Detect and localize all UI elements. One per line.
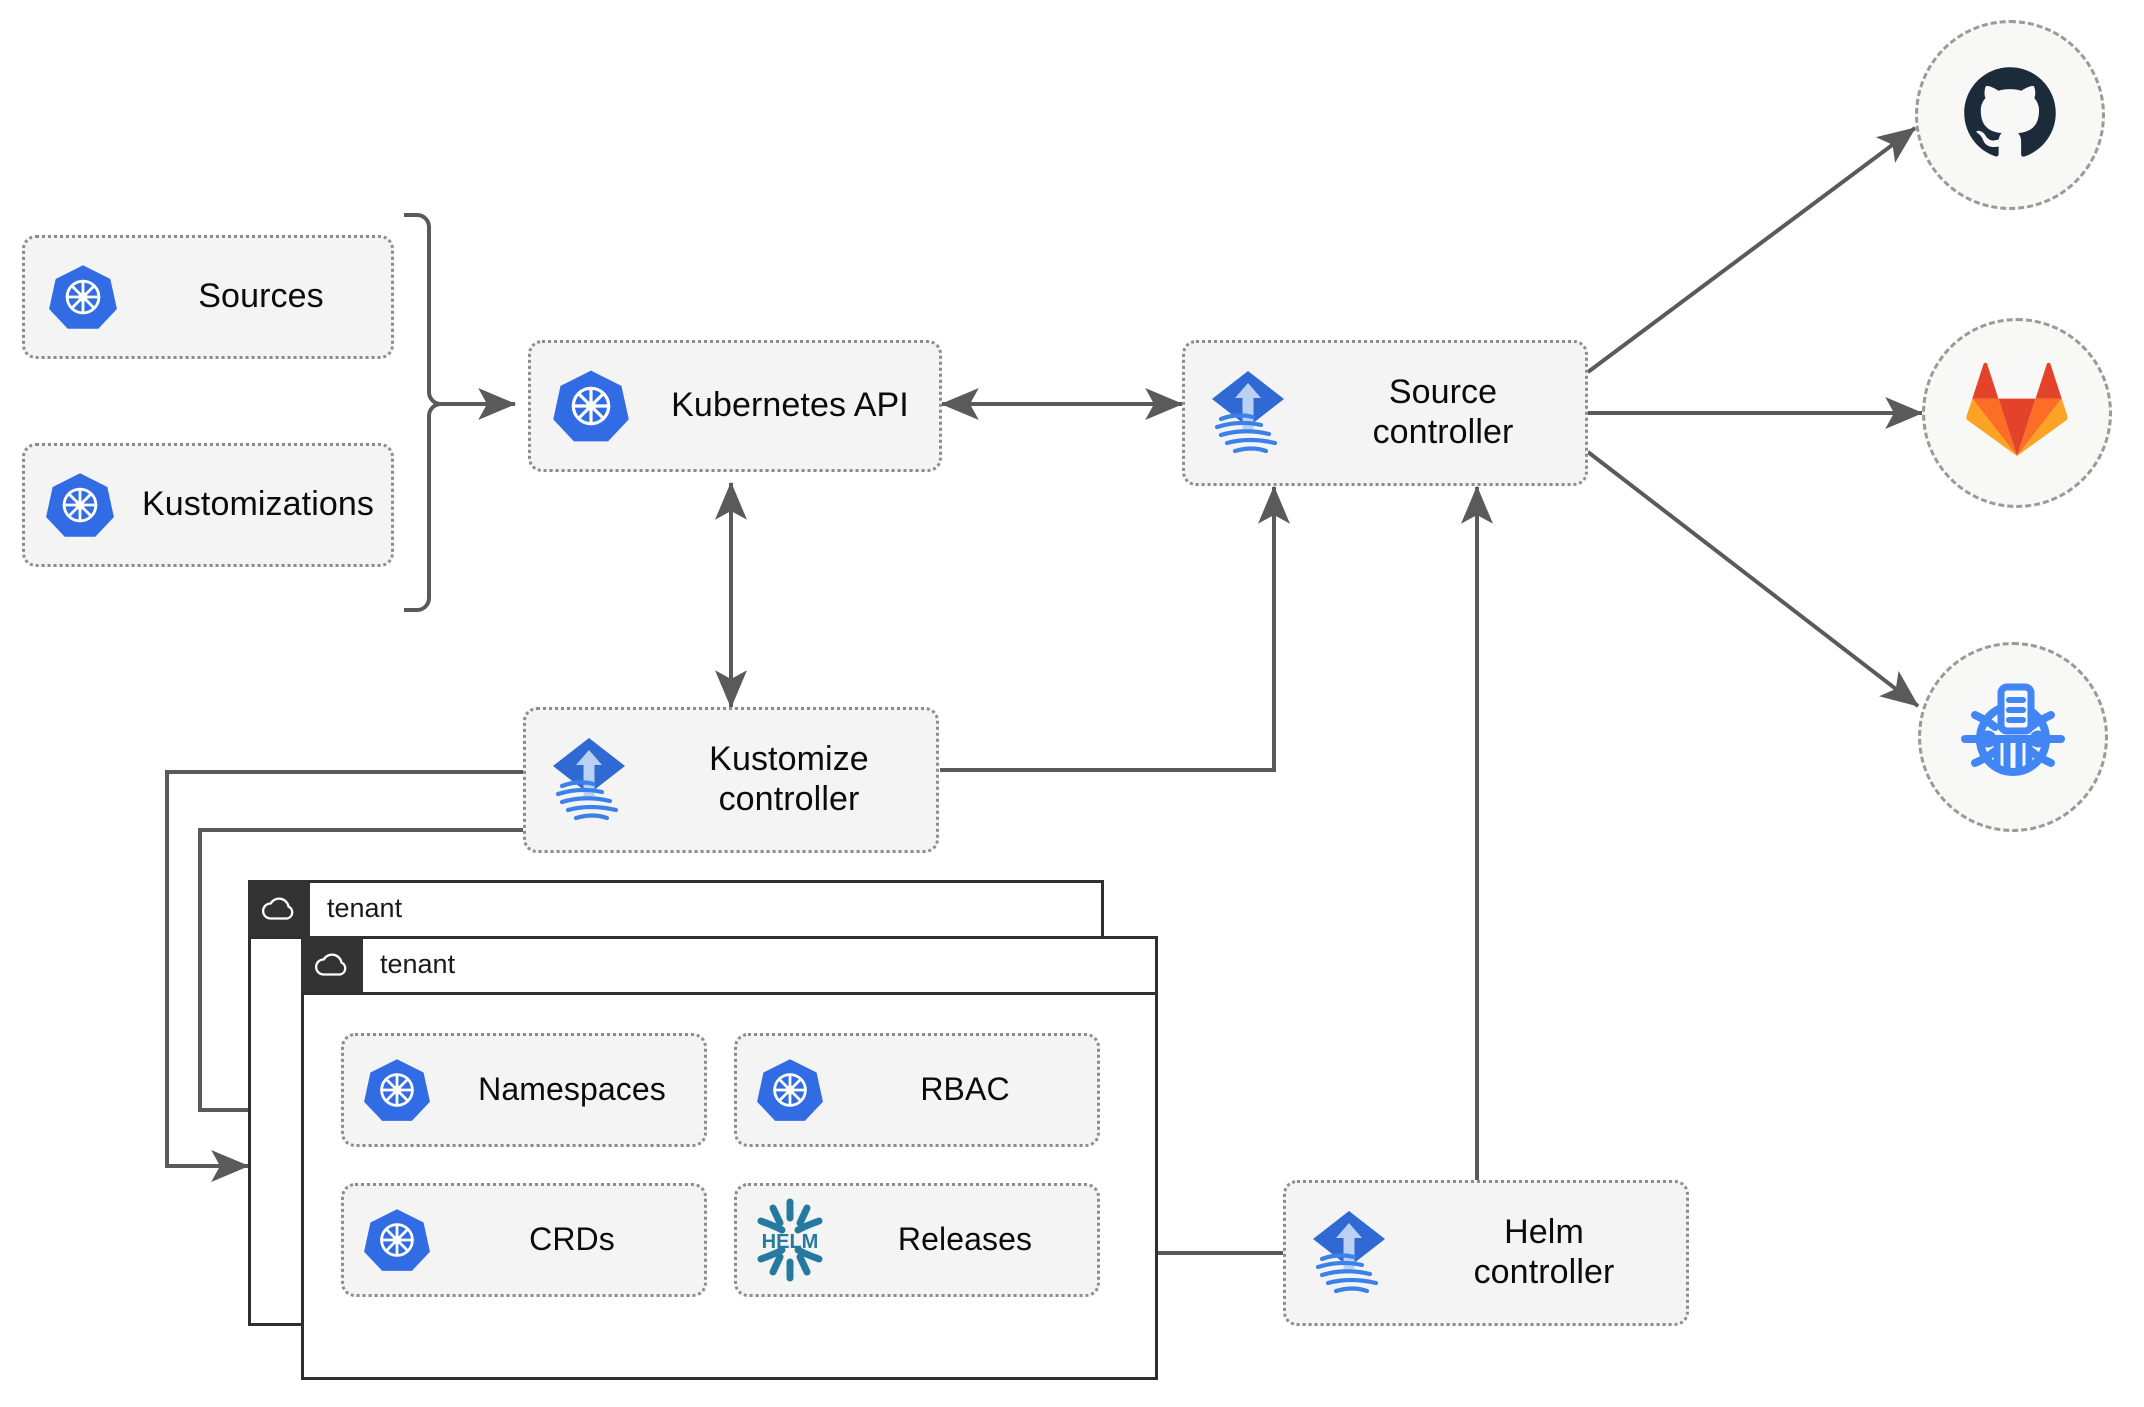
kubernetes-icon xyxy=(531,367,651,445)
helm-repository-icon xyxy=(1957,679,2069,796)
endpoint-github[interactable] xyxy=(1915,20,2105,210)
endpoint-gitlab[interactable] xyxy=(1922,318,2112,508)
node-helm-controller[interactable]: Helm controller xyxy=(1283,1180,1689,1326)
kubernetes-icon xyxy=(25,262,141,332)
node-label: Source controller xyxy=(1372,373,1514,451)
node-sources[interactable]: Sources xyxy=(22,235,394,359)
node-crds[interactable]: CRDs xyxy=(341,1183,707,1297)
node-kubernetes-api[interactable]: Kubernetes API xyxy=(528,340,942,472)
node-kustomize-controller[interactable]: Kustomize controller xyxy=(523,707,939,853)
edge-source-to-github xyxy=(1586,126,1917,374)
node-namespaces[interactable]: Namespaces xyxy=(341,1033,707,1147)
svg-text:HELM: HELM xyxy=(762,1231,819,1253)
group-bracket xyxy=(404,213,442,612)
node-label: Helm controller xyxy=(1473,1213,1615,1291)
node-label: Kubernetes API xyxy=(671,386,909,425)
tenant-front-label: tenant xyxy=(380,948,456,979)
kubernetes-icon xyxy=(737,1056,843,1124)
kubernetes-icon xyxy=(25,470,135,540)
node-rbac[interactable]: RBAC xyxy=(734,1033,1100,1147)
github-icon xyxy=(1958,61,2062,170)
flux-icon xyxy=(1185,367,1311,459)
flux-icon xyxy=(1286,1207,1412,1299)
edge-source-to-registry xyxy=(1586,450,1920,708)
kubernetes-icon xyxy=(344,1056,450,1124)
node-label: Kustomize controller xyxy=(709,740,869,818)
cloud-icon xyxy=(248,880,310,936)
node-label: Kustomizations xyxy=(142,485,374,524)
node-label: Releases xyxy=(897,1221,1033,1258)
flux-icon xyxy=(526,734,652,826)
endpoint-helm-repository[interactable] xyxy=(1918,642,2108,832)
gitlab-icon xyxy=(1965,361,2069,466)
node-releases[interactable]: HELM Releases xyxy=(734,1183,1100,1297)
tenant-container-front: tenant xyxy=(301,936,1158,1380)
node-kustomizations[interactable]: Kustomizations xyxy=(22,443,394,567)
node-source-controller[interactable]: Source controller xyxy=(1182,340,1588,486)
tenant-front-header-divider xyxy=(301,992,1158,995)
node-label: RBAC xyxy=(920,1071,1010,1108)
cloud-icon xyxy=(301,936,363,992)
edge-kustomize-to-source xyxy=(940,485,1290,772)
tenant-back-label: tenant xyxy=(327,892,403,923)
node-label: Sources xyxy=(198,277,324,316)
kubernetes-icon xyxy=(344,1206,450,1274)
node-label: Namespaces xyxy=(478,1071,666,1108)
helm-icon: HELM xyxy=(737,1196,843,1284)
node-label: CRDs xyxy=(529,1221,615,1258)
